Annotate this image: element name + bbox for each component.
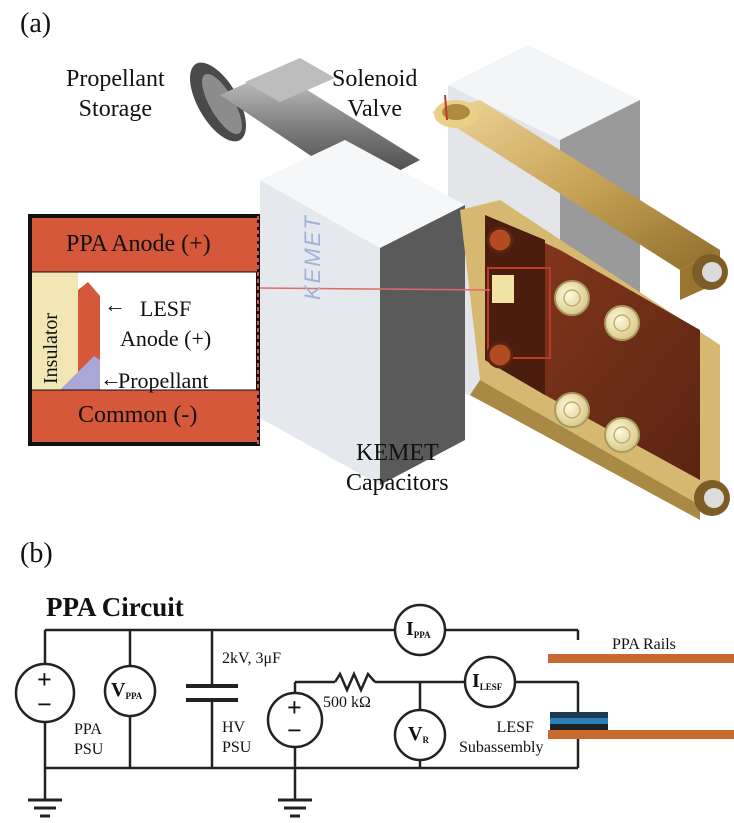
propellant-wedge <box>60 356 100 390</box>
panel-a-label: (a) <box>20 8 52 39</box>
rail-assembly <box>485 215 700 480</box>
capacitor-label: 2kV, 3μF <box>222 650 281 667</box>
insulator-label: Insulator <box>40 312 62 384</box>
propellant-storage-label: Propellant Storage <box>66 66 165 122</box>
hv-psu-label: HV PSU <box>222 719 252 756</box>
ppa-rail-bottom <box>548 730 734 739</box>
lesf-electrode-dark <box>550 712 608 718</box>
ppa-rail-top <box>548 654 734 663</box>
kemet-capacitors-label: KEMET Capacitors <box>346 440 449 496</box>
propellant-arrow-glyph: ← <box>100 366 122 391</box>
common-label: Common (-) <box>78 402 198 428</box>
panel-b-label: (b) <box>20 538 53 569</box>
inset-leader-line <box>257 287 491 291</box>
electrode-cross-section-inset <box>28 214 260 446</box>
kemet-capacitor-front <box>260 140 465 485</box>
lesf-arrow-glyph: ← <box>104 292 126 317</box>
circuit-title: PPA Circuit <box>46 592 184 622</box>
ppa-rails-label: PPA Rails <box>612 636 676 653</box>
hv-psu-minus-sign: − <box>287 716 302 745</box>
hv-psu-plus-sign: + <box>287 693 302 722</box>
resistor-500k <box>333 670 376 694</box>
thruster-assembly-illustration <box>28 45 730 520</box>
v-r-meter-label: VR <box>408 723 429 745</box>
ppa-psu-plus-sign: + <box>37 665 52 694</box>
solenoid-valve-label: Solenoid Valve <box>332 66 418 122</box>
i-lesf-meter-label: ILESF <box>472 670 503 692</box>
kemet-brand-text: KEMET <box>300 214 325 300</box>
ppa-psu-label: PPA PSU <box>74 721 104 758</box>
lesf-subassembly-label: LESF Subassembly <box>459 719 544 756</box>
ppa-psu-minus-sign: − <box>37 690 52 719</box>
ppa-anode-electrode <box>32 218 257 272</box>
insulator-layer <box>32 272 78 390</box>
common-electrode <box>32 390 257 442</box>
ground-ppa <box>28 798 62 818</box>
lesf-anode-label: LESF Anode (+) <box>120 296 212 351</box>
lesf-electrode-base <box>550 724 608 730</box>
resistor-label: 500 kΩ <box>323 694 371 711</box>
solenoid-valve <box>432 94 728 300</box>
terminal-knobs <box>554 280 640 453</box>
lesf-electrode-blue <box>550 718 608 724</box>
v-ppa-meter-label: VPPA <box>111 679 143 701</box>
ppa-anode-label: PPA Anode (+) <box>66 231 211 257</box>
propellant-label: Propellant <box>118 368 209 393</box>
ground-hv <box>278 798 312 818</box>
i-ppa-meter-label: IPPA <box>406 618 431 640</box>
